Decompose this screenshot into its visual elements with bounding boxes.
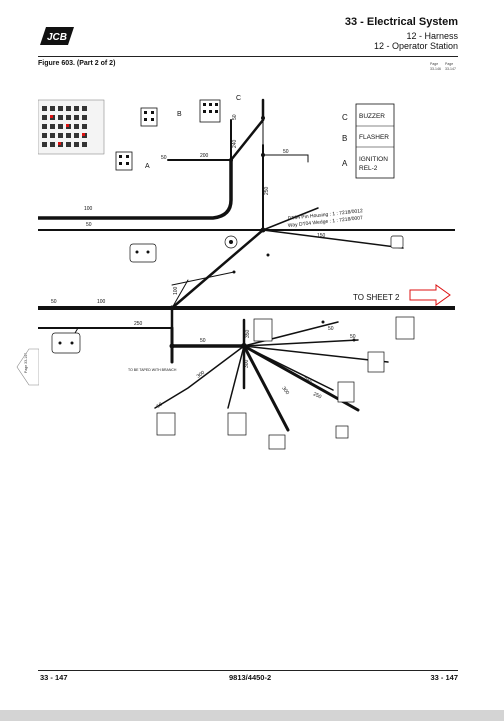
length-label: 50 <box>328 326 334 332</box>
connector-b-letter: B <box>177 111 182 118</box>
connector-c-letter: C <box>236 95 241 102</box>
side-tab-text: Page 33-147 <box>24 352 28 373</box>
footer-page-left: 33 - 147 <box>40 673 68 682</box>
length-label: 300 <box>302 377 312 386</box>
length-label: 50 <box>283 149 289 155</box>
fuse-box <box>38 99 105 155</box>
relay-a-letter: A <box>342 159 348 168</box>
harness-wiring-diagram: A B C C B A BUZZER FLASHER IGNITION REL-… <box>38 90 455 488</box>
length-label: 300 <box>280 386 290 396</box>
header-rule <box>38 56 458 57</box>
page-ref-right-label: Page <box>445 62 454 66</box>
connector-c: C <box>199 95 241 123</box>
relay-ignition-label-2: REL-2 <box>359 165 378 172</box>
relay-c-letter: C <box>342 113 348 122</box>
to-sheet-arrow: TO SHEET 2 <box>353 284 451 306</box>
length-label: 50 <box>200 338 206 344</box>
previous-page-tab[interactable] <box>15 346 39 388</box>
section-title: 33 - Electrical System <box>344 16 458 28</box>
length-label: 250 <box>264 186 270 195</box>
relay-buzzer-label: BUZZER <box>359 113 385 120</box>
length-labels: 50 200 240 50 100 50 250 50 150 100 50 1… <box>51 114 356 409</box>
length-label: 50 <box>350 334 356 340</box>
length-label: 250 <box>134 321 143 327</box>
length-label: 240 <box>232 139 238 148</box>
section-subtitle: 12 - Harness <box>406 31 458 41</box>
length-label: 300 <box>244 359 250 368</box>
length-label: 50 <box>161 155 167 161</box>
relay-b-letter: B <box>342 134 347 143</box>
length-label: 50 <box>86 222 92 228</box>
viewer-bottom-strip <box>0 710 504 721</box>
connector-a-letter: A <box>145 163 150 170</box>
relay-ignition-label: IGNITION <box>359 156 388 163</box>
page-ref-left-label: Page <box>430 62 439 66</box>
length-label: 50 <box>232 114 238 120</box>
page-reference[interactable]: Page Page 33-146 33-147 <box>430 62 464 72</box>
length-label: 250 <box>312 391 322 400</box>
footer-page-right: 33 - 147 <box>430 673 458 682</box>
relay-legend: C B A BUZZER FLASHER IGNITION REL-2 <box>342 103 395 179</box>
length-label: 350 <box>245 329 251 338</box>
connector-a: A <box>115 151 150 171</box>
jcb-logo: JCB <box>40 27 74 45</box>
page-ref-left-value: 33-146 <box>430 67 441 71</box>
jcb-logo-text: JCB <box>47 32 67 43</box>
length-label: 200 <box>200 153 209 159</box>
length-label: 50 <box>51 299 57 305</box>
length-label: 100 <box>97 299 106 305</box>
footer-rule <box>38 670 458 671</box>
length-label: 100 <box>173 286 179 295</box>
relay-flasher-label: FLASHER <box>359 134 389 141</box>
section-subtitle-2: 12 - Operator Station <box>373 41 458 51</box>
to-sheet-label: TO SHEET 2 <box>353 293 400 302</box>
footer-doc-number: 9813/4450-2 <box>229 673 272 682</box>
length-label: 100 <box>84 206 93 212</box>
length-label: 150 <box>317 233 326 239</box>
length-label: 300 <box>196 370 206 380</box>
connector-b: B <box>140 107 182 127</box>
harness-trunks <box>38 98 455 432</box>
figure-caption: Figure 603. (Part 2 of 2) <box>38 60 116 67</box>
lower-connectors <box>51 235 415 450</box>
page-ref-right-value: 33-147 <box>445 67 456 71</box>
length-label: 50 <box>156 401 164 409</box>
taped-note: TO BE TAPED WITH BRANCH <box>128 368 177 372</box>
